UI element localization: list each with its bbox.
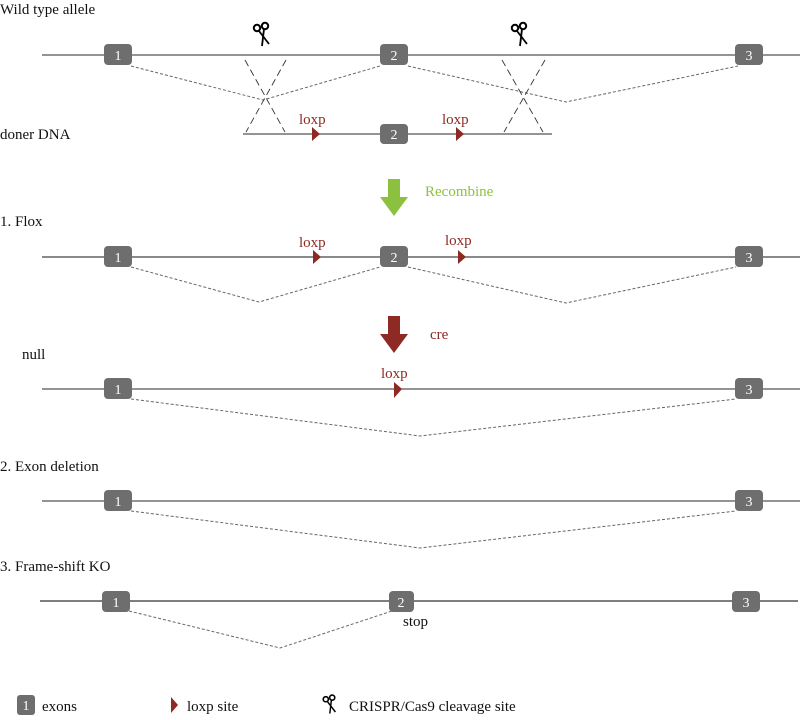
svg-text:1: 1: [115, 495, 122, 510]
loxp-triangle-icon: [456, 127, 464, 141]
recombine-arrow-icon: [380, 179, 408, 216]
exon-box: 3: [735, 44, 763, 65]
svg-text:2: 2: [391, 251, 398, 266]
legend: 1 exons loxp site CRISPR/Cas9 cleavage s…: [17, 694, 516, 715]
loxp-triangle-icon: [312, 127, 320, 141]
exon-box: 2: [380, 44, 408, 65]
legend-exon-icon: 1: [17, 695, 35, 715]
row-label-frameshift: 3. Frame-shift KO: [0, 559, 111, 575]
legend-scissors-icon: [322, 694, 337, 715]
exon-box: 2: [380, 246, 408, 267]
splice-line: [130, 510, 737, 549]
loxp-label: loxp: [299, 235, 326, 251]
cre-label: cre: [430, 327, 449, 343]
row-label-wild-type: Wild type allele: [0, 2, 96, 18]
svg-text:3: 3: [746, 49, 753, 64]
splice-line: [130, 65, 381, 101]
stop-label: stop: [403, 614, 428, 630]
row-label-flox: 1. Flox: [0, 214, 43, 230]
legend-crispr-label: CRISPR/Cas9 cleavage site: [349, 699, 516, 715]
splice-line: [407, 65, 739, 103]
svg-text:1: 1: [23, 699, 30, 714]
crossover-mark-left: [244, 59, 287, 133]
svg-text:3: 3: [746, 495, 753, 510]
legend-exons-label: exons: [42, 699, 77, 715]
splice-line: [128, 610, 393, 649]
svg-text:1: 1: [113, 596, 120, 611]
svg-text:3: 3: [746, 383, 753, 398]
exon-box: 3: [732, 591, 760, 612]
svg-text:3: 3: [746, 251, 753, 266]
crossover-mark-right: [501, 59, 546, 133]
svg-text:1: 1: [115, 251, 122, 266]
loxp-triangle-icon: [313, 250, 321, 264]
svg-text:1: 1: [115, 49, 122, 64]
legend-loxp-label: loxp site: [187, 699, 239, 715]
loxp-label: loxp: [445, 233, 472, 249]
exon-box: 1: [104, 246, 132, 267]
exon-box: 1: [104, 490, 132, 511]
exon-box: 2: [380, 124, 408, 144]
row-label-exon-deletion: 2. Exon deletion: [0, 459, 99, 475]
loxp-label: loxp: [442, 112, 469, 128]
legend-loxp-triangle-icon: [171, 697, 178, 713]
loxp-label: loxp: [381, 366, 408, 382]
svg-text:3: 3: [743, 596, 750, 611]
cre-arrow-icon: [380, 316, 408, 353]
splice-line: [130, 266, 381, 303]
svg-text:2: 2: [391, 49, 398, 64]
loxp-label: loxp: [299, 112, 326, 128]
row-label-null: null: [22, 347, 45, 363]
exon-box: 3: [735, 378, 763, 399]
exon-box: 1: [104, 44, 132, 65]
exon-box: 3: [735, 246, 763, 267]
svg-text:2: 2: [398, 596, 405, 611]
scissors-icon: [252, 21, 270, 47]
recombine-label: Recombine: [425, 184, 494, 200]
loxp-triangle-icon: [458, 250, 466, 264]
scissors-icon: [510, 21, 528, 47]
row-label-donor: doner DNA: [0, 127, 71, 143]
splice-line: [130, 398, 737, 437]
splice-line: [407, 266, 737, 304]
exon-box: 1: [102, 591, 130, 612]
exon-box: 3: [735, 490, 763, 511]
svg-text:1: 1: [115, 383, 122, 398]
loxp-triangle-icon: [394, 382, 402, 398]
exon-box: 1: [104, 378, 132, 399]
exon-box: 2: [389, 591, 414, 612]
svg-text:2: 2: [391, 128, 398, 143]
